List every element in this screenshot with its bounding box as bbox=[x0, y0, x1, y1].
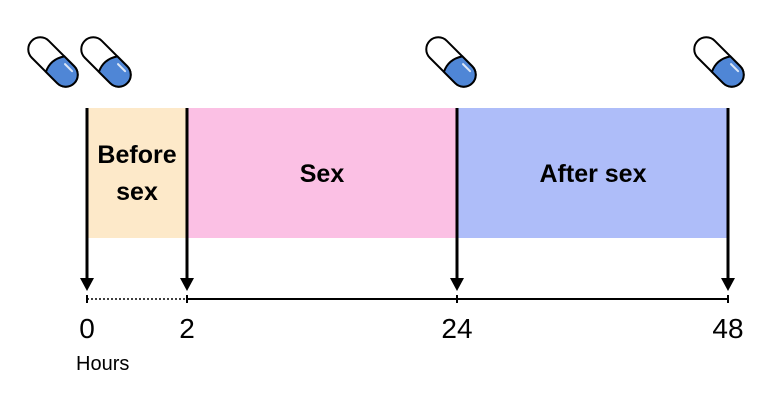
tick-2: 2 bbox=[179, 313, 195, 344]
phase-label-after-sex: After sex bbox=[540, 160, 647, 188]
tick-0: 0 bbox=[79, 313, 95, 344]
phase-label-sex: Sex bbox=[300, 160, 345, 188]
phase-label-before-sex-2: sex bbox=[116, 178, 158, 206]
pill-icon bbox=[22, 31, 84, 93]
arrowhead-icon bbox=[80, 278, 94, 291]
arrowhead-icon bbox=[721, 278, 735, 291]
tick-48: 48 bbox=[712, 313, 743, 344]
phase-label-before-sex-1: Before bbox=[97, 141, 176, 169]
axis-unit-label: Hours bbox=[76, 353, 129, 375]
arrowhead-icon bbox=[450, 278, 464, 291]
arrowhead-icon bbox=[180, 278, 194, 291]
phase-sex bbox=[187, 108, 457, 238]
pill-icon bbox=[75, 31, 137, 93]
pill-icon bbox=[420, 31, 482, 93]
tick-24: 24 bbox=[441, 313, 472, 344]
phase-before-sex bbox=[87, 108, 187, 238]
dose-arrows bbox=[85, 108, 730, 280]
pill-icon bbox=[688, 31, 750, 93]
phase-after-sex bbox=[457, 108, 728, 238]
